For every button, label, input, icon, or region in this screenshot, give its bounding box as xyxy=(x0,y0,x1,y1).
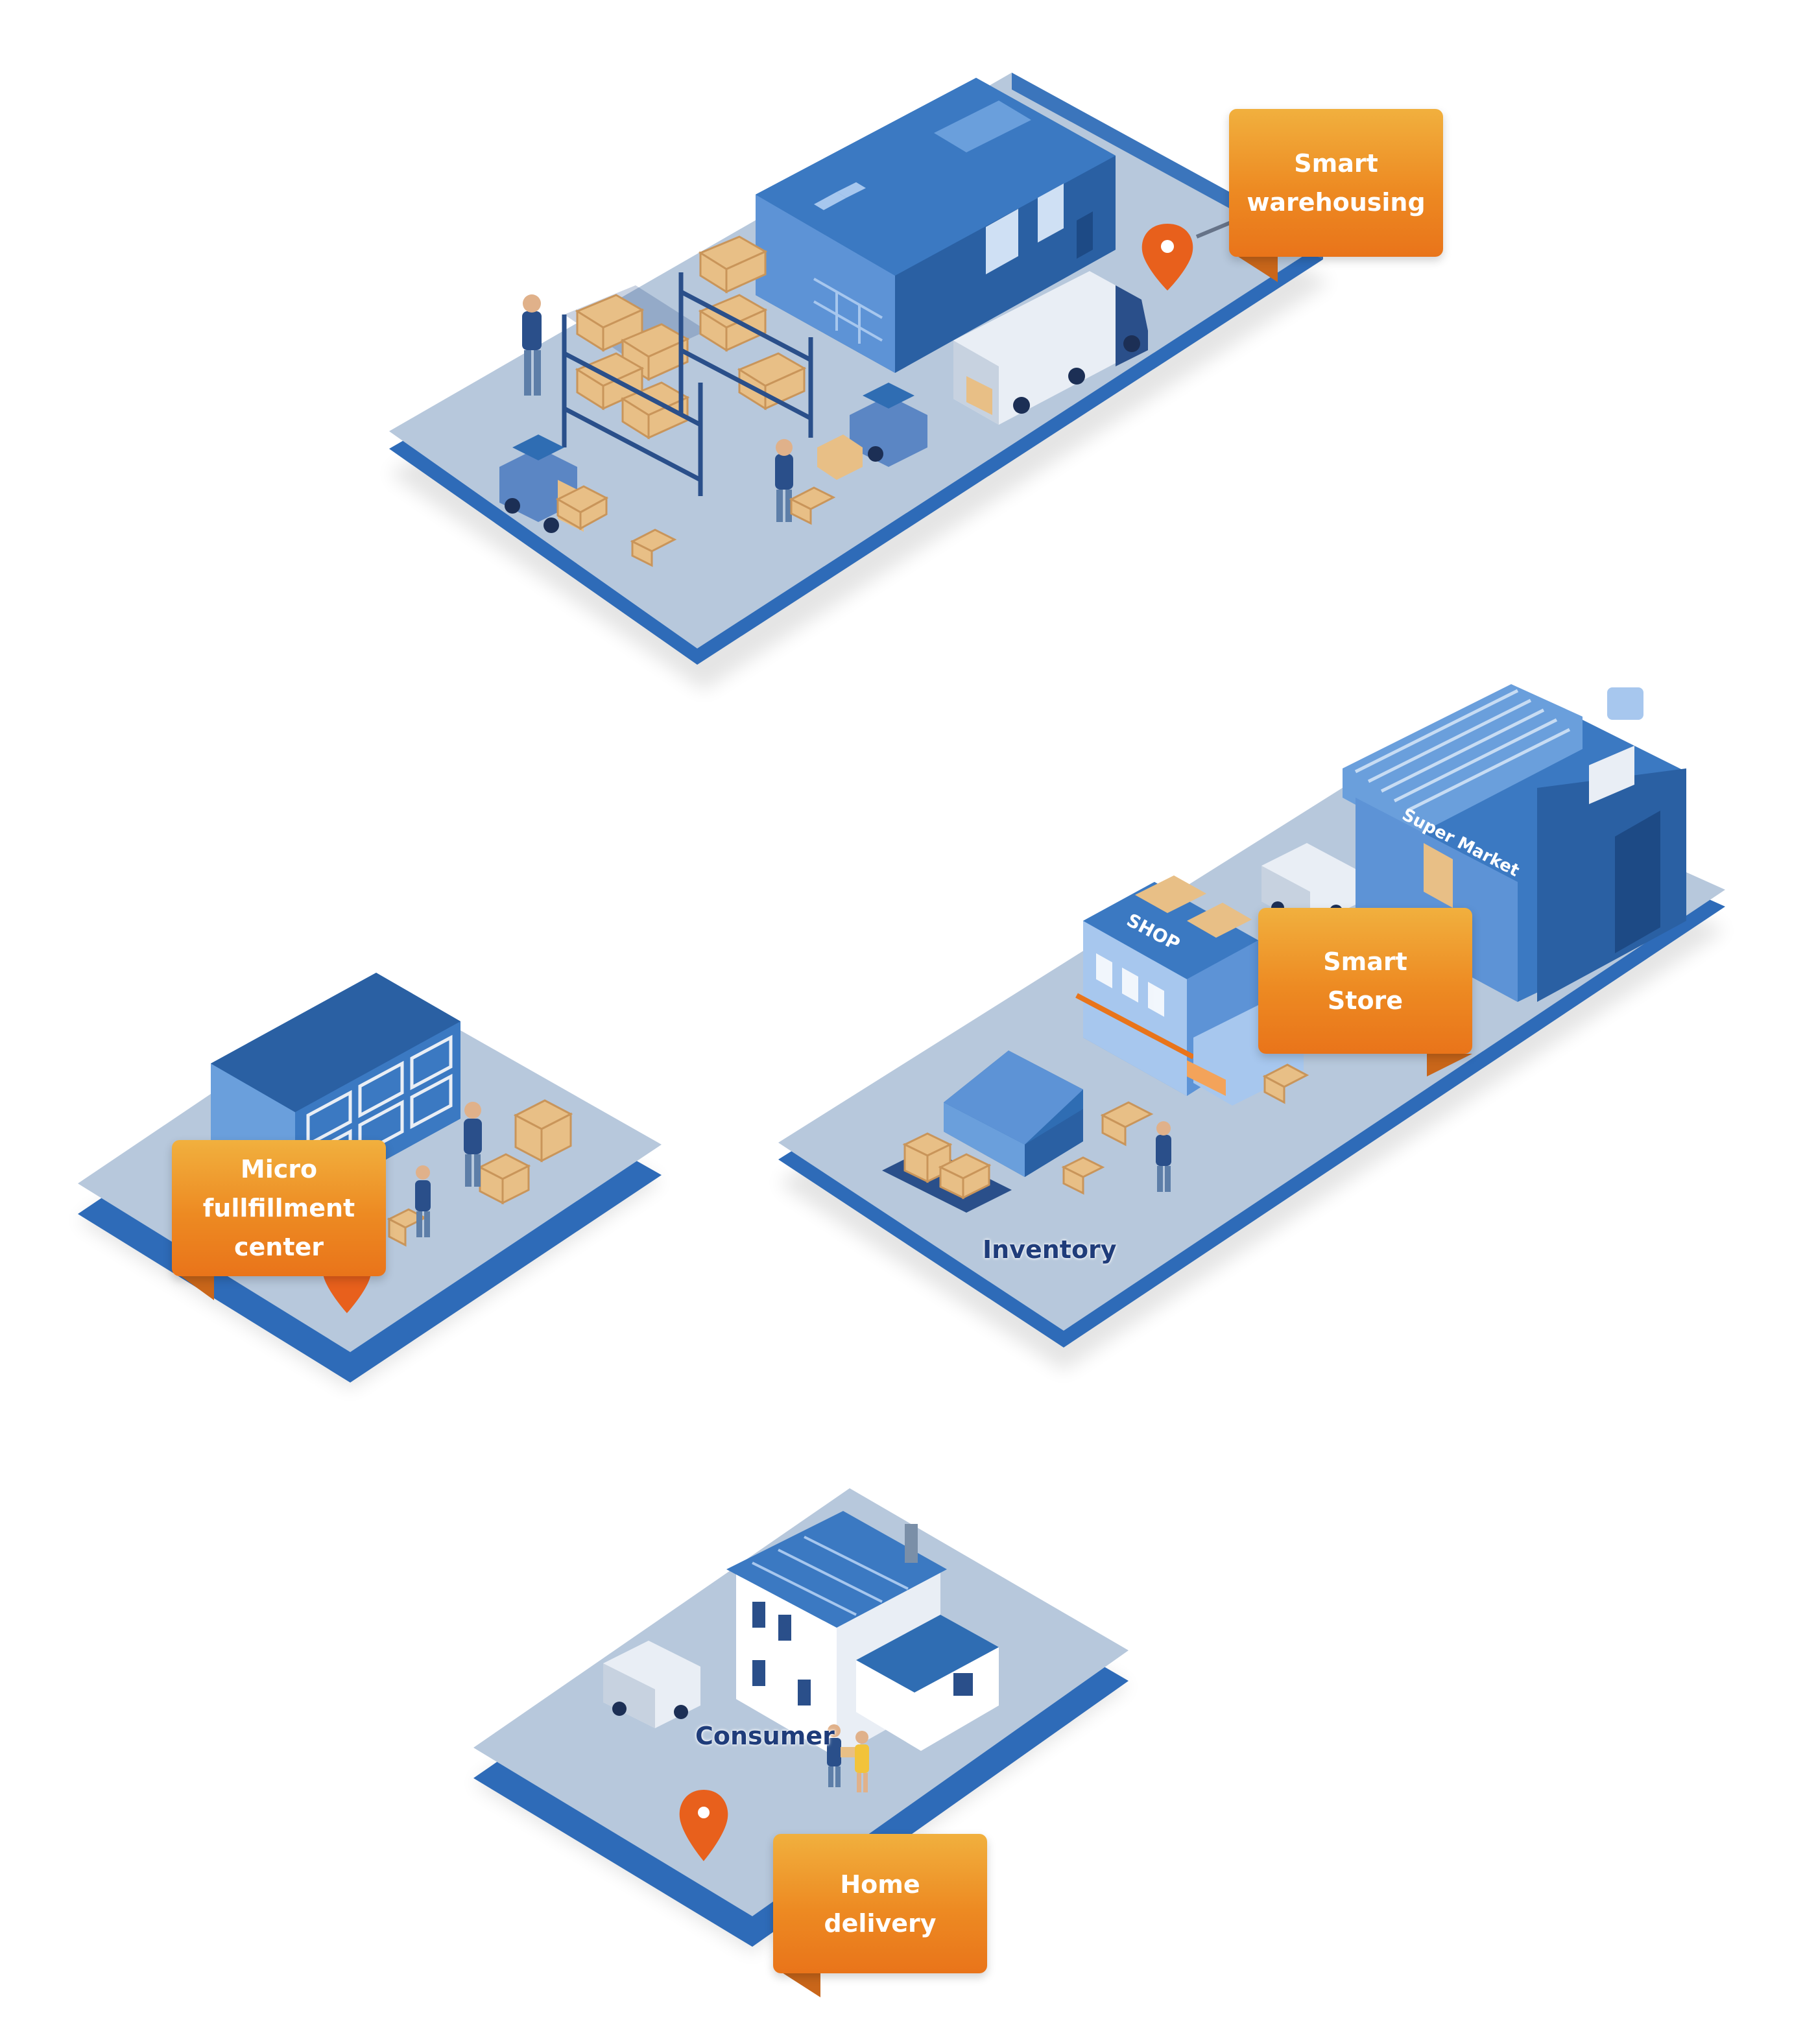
tag-line: center xyxy=(233,1233,324,1261)
delivery-truck-icon xyxy=(953,271,1148,425)
tag-line: fullfillment xyxy=(202,1194,355,1222)
inventory-boxes-icon xyxy=(882,1064,1309,1213)
house-icon xyxy=(726,1511,999,1757)
mfc-boxes-icon xyxy=(387,1099,573,1247)
tag-line: Home xyxy=(840,1870,920,1899)
worker-icon xyxy=(415,1102,482,1237)
location-pin-icon xyxy=(679,1790,728,1861)
worker-icon xyxy=(522,294,793,522)
smart-store-tag[interactable]: Smart Store xyxy=(1258,908,1472,1054)
warehouse-icon xyxy=(756,78,1116,373)
delivery-van-icon xyxy=(603,1641,700,1728)
tag-line: Smart xyxy=(1294,149,1378,178)
tag-line: warehousing xyxy=(1247,188,1426,217)
tag-line: Smart xyxy=(1323,947,1407,976)
storage-rack-icon xyxy=(562,235,813,496)
consumer-label: Consumer xyxy=(695,1722,835,1750)
tag-tails xyxy=(174,253,1472,1997)
home-delivery-tag[interactable]: Home delivery xyxy=(773,1834,987,1973)
micro-fulfillment-tag[interactable]: Micro fullfillment center xyxy=(172,1140,386,1276)
courier-and-consumer-icon xyxy=(827,1724,869,1792)
tag-line: delivery xyxy=(824,1908,937,1938)
smart-warehousing-tag[interactable]: Smart warehousing xyxy=(1229,109,1443,257)
inventory-shed-icon xyxy=(944,1051,1083,1177)
tag-line: Store xyxy=(1327,986,1404,1015)
worker-icon xyxy=(1156,1121,1171,1192)
tag-line: Micro xyxy=(240,1155,318,1183)
pallet-boxes-icon xyxy=(555,485,836,567)
inventory-label: Inventory xyxy=(983,1235,1117,1264)
